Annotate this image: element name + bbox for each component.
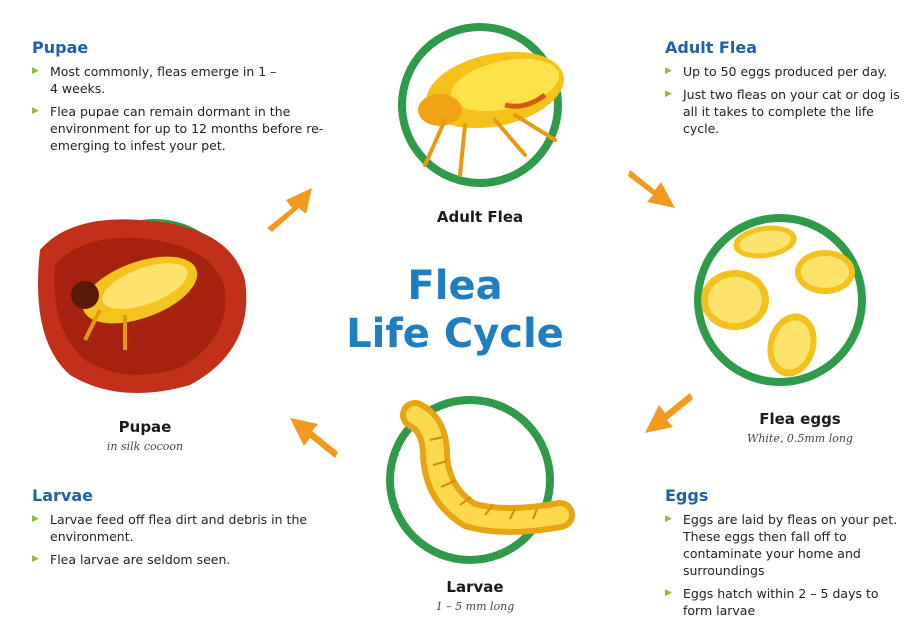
larvae-stage-sub: 1 – 5 mm long (410, 600, 540, 613)
adult-stage-name: Adult Flea (400, 208, 560, 226)
larvae-stage-label: Larvae 1 – 5 mm long (410, 578, 540, 613)
diagram-title-line2: Life Cycle (330, 310, 580, 358)
eggs-info: Eggs Eggs are laid by fleas on your pet.… (665, 486, 905, 625)
larvae-info-bullet-1: Larvae feed off flea dirt and debris in … (32, 511, 312, 545)
larvae-info-bullet-2: Flea larvae are seldom seen. (32, 551, 312, 568)
pupae-info: Pupae Most commonly, fleas emerge in 1 –… (32, 38, 332, 160)
diagram-title-line1: Flea (330, 262, 580, 310)
larvae-stage-name: Larvae (410, 578, 540, 596)
adult-info-list: Up to 50 eggs produced per day. Just two… (665, 63, 905, 137)
pupae-info-bullet-1: Most commonly, fleas emerge in 1 – 4 wee… (32, 63, 282, 97)
arrow-adult-to-eggs (625, 160, 685, 215)
larvae-illustration (375, 385, 575, 575)
pupae-stage-sub: in silk cocoon (75, 440, 215, 453)
adult-info-bullet-1: Up to 50 eggs produced per day. (665, 63, 905, 80)
pupae-info-heading: Pupae (32, 38, 332, 57)
larvae-info: Larvae Larvae feed off flea dirt and deb… (32, 486, 312, 574)
eggs-stage-sub: White, 0.5mm long (715, 432, 885, 445)
adult-flea-icon (418, 40, 571, 175)
flea-eggs-illustration (680, 210, 880, 390)
eggs-stage-label: Flea eggs White, 0.5mm long (715, 410, 885, 445)
arrow-larvae-to-pupae (280, 410, 340, 465)
pupae-stage-label: Pupae in silk cocoon (75, 418, 215, 453)
adult-flea-illustration (385, 15, 575, 195)
pupae-illustration (30, 210, 260, 400)
pupae-info-bullet-2: Flea pupae can remain dormant in the env… (32, 103, 332, 154)
pupae-stage-name: Pupae (75, 418, 215, 436)
pupa-cocoon-icon (38, 219, 246, 393)
larvae-info-heading: Larvae (32, 486, 312, 505)
adult-info-bullet-2: Just two fleas on your cat or dog is all… (665, 86, 905, 137)
eggs-info-bullet-2: Eggs hatch within 2 – 5 days to form lar… (665, 585, 905, 619)
adult-info: Adult Flea Up to 50 eggs produced per da… (665, 38, 905, 143)
larvae-info-list: Larvae feed off flea dirt and debris in … (32, 511, 312, 568)
diagram-title: Flea Life Cycle (330, 262, 580, 358)
eggs-stage-name: Flea eggs (715, 410, 885, 428)
arrow-eggs-to-larvae (635, 385, 695, 440)
arrow-pupae-to-adult (262, 180, 322, 235)
pupae-info-list: Most commonly, fleas emerge in 1 – 4 wee… (32, 63, 332, 154)
adult-info-heading: Adult Flea (665, 38, 905, 57)
adult-stage-label: Adult Flea (400, 208, 560, 226)
eggs-info-heading: Eggs (665, 486, 905, 505)
eggs-info-list: Eggs are laid by fleas on your pet. Thes… (665, 511, 905, 619)
eggs-info-bullet-1: Eggs are laid by fleas on your pet. Thes… (665, 511, 905, 579)
larva-icon (415, 415, 560, 520)
